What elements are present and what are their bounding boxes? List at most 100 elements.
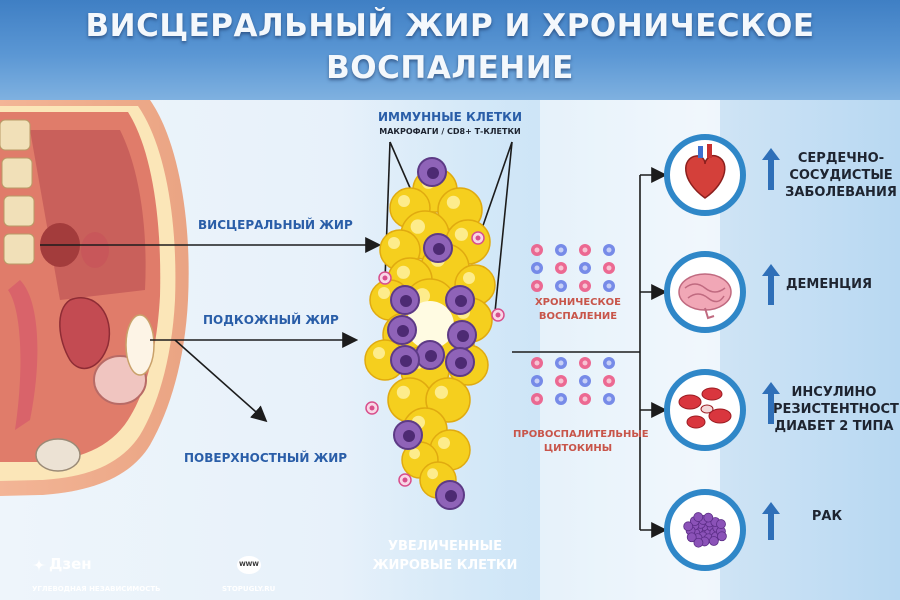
outcome-cancer: РАК [782, 508, 872, 525]
cytokine-dot-center [534, 265, 540, 271]
t-cell-nucleus [369, 405, 375, 411]
macrophage-nucleus [425, 350, 437, 362]
increase-arrows [762, 148, 780, 540]
fat-cell-cluster [364, 157, 505, 510]
cytokine-dot-center [582, 247, 588, 253]
tumor-cell [693, 512, 704, 522]
outcome-2-line-2: ДИАБЕТ 2 ТИПА [774, 419, 894, 434]
brain-icon [678, 273, 732, 320]
macrophage-nucleus [455, 357, 467, 369]
outcome-1-line-0: ДЕМЕНЦИЯ [785, 277, 873, 292]
cytokine-dot-center [534, 378, 540, 384]
fat-cell-highlight [398, 195, 410, 207]
cytokine-dot-center [558, 247, 564, 253]
fat-cells-caption: УВЕЛИЧЕННЫЕ ЖИРОВЫЕ КЛЕТКИ [360, 537, 530, 575]
tumor-cell [708, 536, 719, 546]
fat-cell-core [406, 301, 454, 349]
cytokine-dot-center [582, 265, 588, 271]
tumor-cell [716, 519, 726, 529]
outcome-dementia: ДЕМЕНЦИЯ [782, 276, 876, 293]
chronic-line-2: ВОСПАЛЕНИЕ [538, 311, 618, 322]
fat-cell-highlight [373, 347, 385, 359]
label-visceral-fat: ВИСЦЕРАЛЬНЫЙ ЖИР [198, 218, 353, 232]
fat-cell-highlight [463, 272, 475, 284]
macrophage-nucleus [445, 490, 457, 502]
label-subcutaneous-fat: ПОДКОЖНЫЙ ЖИР [203, 313, 339, 327]
tumor-cell [683, 521, 694, 532]
macrophage-nucleus [403, 430, 415, 442]
outcome-insulin-resistance: ИНСУЛИНО РЕЗИСТЕНТНОСТЬ ДИАБЕТ 2 ТИПА [773, 384, 900, 435]
cytokine-dot-center [582, 378, 588, 384]
dzen-logo [32, 557, 46, 572]
label-cytokines: ПРОВОСПАЛИТЕЛЬНЫЕ ЦИТОКИНЫ [513, 428, 649, 456]
cytokine-dot-center [558, 360, 564, 366]
tumor-cell [717, 531, 727, 542]
fat-cell-highlight [396, 265, 410, 279]
dzen-brand: Дзен [49, 555, 92, 573]
site-url: STOPUGLY.RU [222, 585, 276, 593]
cytokine-dot-center [558, 283, 564, 289]
t-cell-nucleus [475, 235, 481, 241]
blood-cells-icon [678, 387, 732, 429]
macrophage-nucleus [400, 355, 412, 367]
cytokine-dot-center [558, 265, 564, 271]
fat-cell-highlight [396, 385, 410, 399]
pelvis-cross-section-illustration [0, 100, 189, 496]
cytokine-dot-center [582, 396, 588, 402]
cytokine-dot-center [606, 247, 612, 253]
tumor-cell [686, 532, 697, 543]
cytokines-line-1: ПРОВОСПАЛИТЕЛЬНЫЕ [513, 429, 649, 440]
fat-cell-highlight [410, 219, 425, 234]
dzen-star-icon [32, 558, 46, 572]
cytokine-dot-center [606, 283, 612, 289]
cytokines-line-2: ЦИТОКИНЫ [543, 443, 613, 454]
outcome-0-line-0: СЕРДЕЧНО- [797, 151, 885, 166]
outcome-3-line-0: РАК [811, 509, 843, 524]
fat-cell-highlight [438, 437, 450, 449]
fat-cell-highlight [388, 237, 400, 249]
t-cell-nucleus [382, 275, 388, 281]
outcome-2-line-0: ИНСУЛИНО [791, 385, 877, 400]
immune-cells-title: ИММУННЫЕ КЛЕТКИ [377, 110, 523, 124]
macrophage-nucleus [455, 295, 467, 307]
cytokine-dot-center [558, 378, 564, 384]
outcome-0-line-2: ЗАБОЛЕВАНИЯ [785, 185, 897, 200]
cytokine-dot-center [534, 396, 540, 402]
outcome-cardiovascular: СЕРДЕЧНО- СОСУДИСТЫЕ ЗАБОЛЕВАНИЯ [782, 150, 900, 201]
macrophage-nucleus [433, 243, 445, 255]
fat-cell-highlight [409, 448, 420, 460]
chronic-line-1: ХРОНИЧЕСКОЕ [534, 297, 622, 308]
fat-cell-highlight [454, 227, 468, 241]
cytokine-dot-center [582, 283, 588, 289]
macrophage-nucleus [457, 330, 469, 342]
tumor-icon [683, 512, 727, 548]
macrophage-nucleus [427, 167, 439, 179]
cytokine-dot-center [558, 396, 564, 402]
heart-icon [685, 144, 726, 199]
cytokine-dot-center [534, 283, 540, 289]
outcome-0-line-1: СОСУДИСТЫЕ [789, 168, 893, 183]
title-line-2: ВОСПАЛЕНИЕ [326, 50, 574, 86]
web-badge [237, 556, 261, 574]
cytokine-dot-center [534, 360, 540, 366]
t-cell-nucleus [495, 312, 501, 318]
fat-cell-highlight [434, 385, 448, 399]
cytokine-dot-center [606, 265, 612, 271]
tumor-cell [693, 537, 704, 548]
tumor-cell [703, 512, 714, 523]
macrophage-nucleus [400, 295, 412, 307]
fat-cells-caption-line-1: УВЕЛИЧЕННЫЕ [388, 539, 502, 554]
cytokine-dot-center [606, 360, 612, 366]
fat-cells-caption-line-2: ЖИРОВЫЕ КЛЕТКИ [372, 558, 518, 573]
outcome-icons [664, 134, 746, 571]
cytokine-grid [531, 244, 615, 405]
outcome-2-line-1: РЕЗИСТЕНТНОСТЬ [773, 402, 900, 417]
macrophage-nucleus [397, 325, 409, 337]
header-banner: ВИСЦЕРАЛЬНЫЙ ЖИР И ХРОНИЧЕСКОЕ ВОСПАЛЕНИ… [0, 0, 900, 100]
label-superficial-fat: ПОВЕРХНОСТНЫЙ ЖИР [184, 451, 348, 465]
cytokine-dot-center [534, 247, 540, 253]
superficial-arrow [174, 339, 268, 423]
immune-cells-subtitle: МАКРОФАГИ / CD8+ Т-КЛЕТКИ [379, 127, 521, 136]
cytokine-dot-center [606, 378, 612, 384]
